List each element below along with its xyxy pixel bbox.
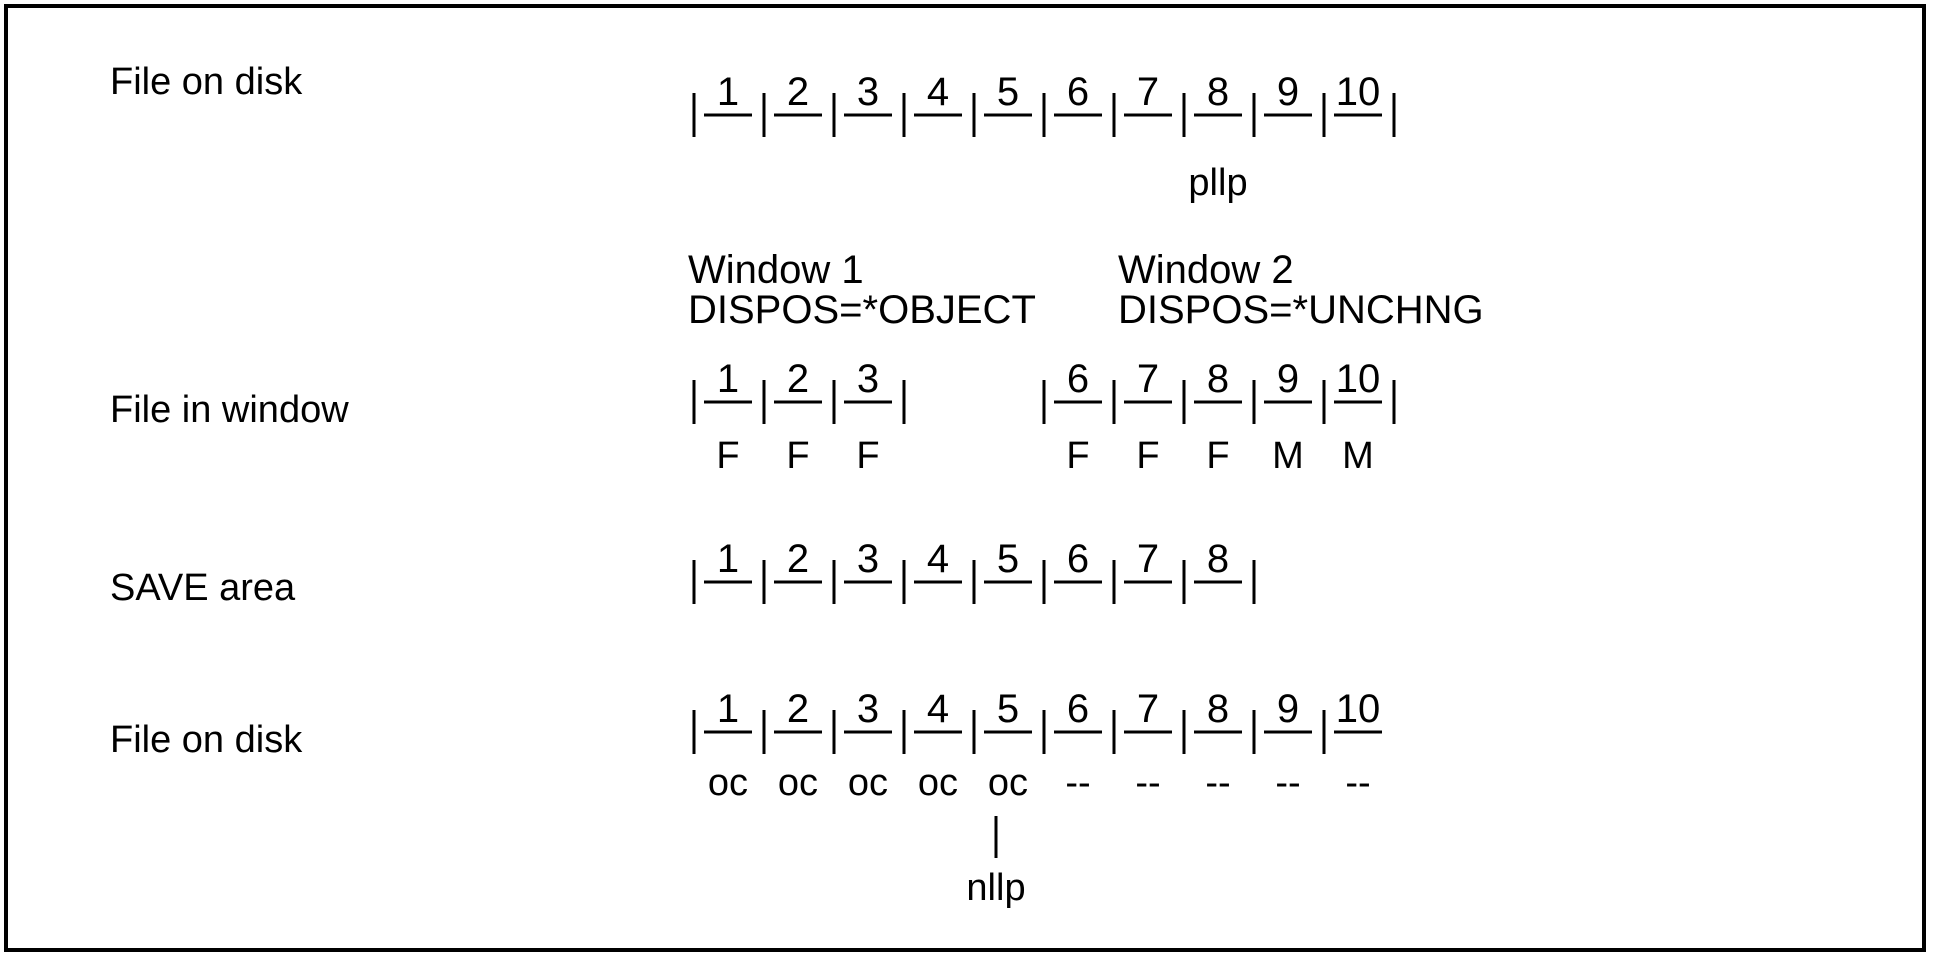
disk-top-block-number: 7: [1137, 70, 1159, 114]
window-2-block-status: F: [1066, 435, 1089, 477]
save-area-block-number: 3: [857, 537, 879, 581]
window-2-dispos: DISPOS=*UNCHNG: [1118, 288, 1484, 332]
window-2-block-number: 9: [1277, 357, 1299, 401]
disk-bottom-block-number: 4: [927, 687, 949, 731]
disk-bottom-block-status: oc: [848, 762, 888, 804]
disk-top-block-number: 9: [1277, 70, 1299, 114]
disk-bottom-block-status: oc: [988, 762, 1028, 804]
disk-top-block-number: 3: [857, 70, 879, 114]
window-2-block-status: F: [1136, 435, 1159, 477]
disk-bottom-block-number: 1: [717, 687, 739, 731]
disk-bottom-block-status: oc: [708, 762, 748, 804]
window-1-block-number: 3: [857, 357, 879, 401]
disk-bottom-block-number: 2: [787, 687, 809, 731]
window-1-block-number: 1: [717, 357, 739, 401]
disk-bottom-block-status: --: [1275, 762, 1300, 804]
row-label-file-on-disk-top: File on disk: [110, 61, 303, 103]
save-area-block-number: 8: [1207, 537, 1229, 581]
nllp-pointer-label: nllp: [966, 867, 1025, 909]
save-area-block-number: 6: [1067, 537, 1089, 581]
disk-top-block-number: 1: [717, 70, 739, 114]
row-label-file-in-window: File in window: [110, 389, 349, 431]
save-area-block-number: 7: [1137, 537, 1159, 581]
window-2-block-status: M: [1342, 435, 1374, 477]
row-label-file-on-disk-bottom: File on disk: [110, 719, 303, 761]
disk-bottom-block-status: --: [1345, 762, 1370, 804]
disk-bottom-block-status: oc: [778, 762, 818, 804]
disk-bottom-block-status: --: [1205, 762, 1230, 804]
window-2-title: Window 2: [1118, 248, 1294, 292]
window-1-dispos: DISPOS=*OBJECT: [688, 288, 1036, 332]
row-label-save-area: SAVE area: [110, 567, 296, 609]
disk-bottom-block-number: 10: [1336, 687, 1381, 731]
window-2-block-number: 10: [1336, 357, 1381, 401]
disk-bottom-block-number: 6: [1067, 687, 1089, 731]
window-1-block-status: F: [716, 435, 739, 477]
disk-top-block-number: 8: [1207, 70, 1229, 114]
disk-bottom-block-number: 7: [1137, 687, 1159, 731]
save-area-block-number: 2: [787, 537, 809, 581]
disk-top-block-number: 4: [927, 70, 949, 114]
diagram-frame: [4, 4, 1926, 952]
save-area-block-number: 1: [717, 537, 739, 581]
disk-bottom-block-number: 9: [1277, 687, 1299, 731]
disk-top-block-number: 10: [1336, 70, 1381, 114]
save-area-block-number: 4: [927, 537, 949, 581]
window-2-block-number: 7: [1137, 357, 1159, 401]
disk-top-block-number: 6: [1067, 70, 1089, 114]
window-2-block-number: 6: [1067, 357, 1089, 401]
save-area-block-number: 5: [997, 537, 1019, 581]
disk-bottom-block-status: --: [1135, 762, 1160, 804]
disk-bottom-block-status: oc: [918, 762, 958, 804]
disk-bottom-block-number: 8: [1207, 687, 1229, 731]
window-1-block-status: F: [786, 435, 809, 477]
disk-bottom-block-number: 5: [997, 687, 1019, 731]
disk-bottom-block-status: --: [1065, 762, 1090, 804]
window-1-block-status: F: [856, 435, 879, 477]
window-1-block-number: 2: [787, 357, 809, 401]
disk-bottom-block-number: 3: [857, 687, 879, 731]
disk-top-block-number: 2: [787, 70, 809, 114]
window-1-title: Window 1: [688, 248, 864, 292]
window-2-block-number: 8: [1207, 357, 1229, 401]
pllp-pointer-label: pllp: [1188, 162, 1247, 204]
disk-top-block-number: 5: [997, 70, 1019, 114]
window-2-block-status: M: [1272, 435, 1304, 477]
window-2-block-status: F: [1206, 435, 1229, 477]
